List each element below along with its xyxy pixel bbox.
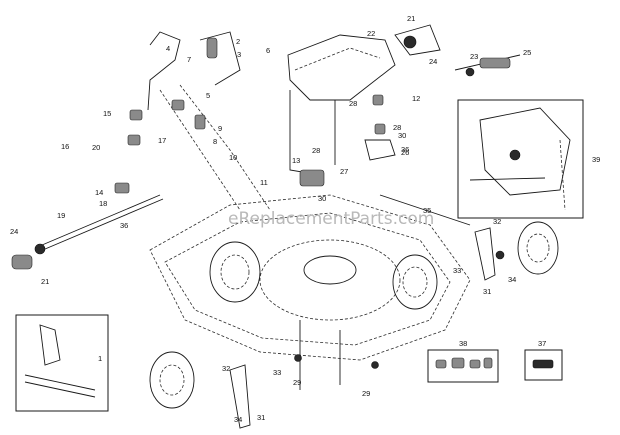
front-axle — [11, 182, 164, 270]
callout-15: 15 — [103, 109, 111, 118]
callout-11: 11 — [260, 178, 268, 187]
handle-assembly — [127, 31, 271, 211]
front-wheel-right — [392, 254, 438, 310]
callout-32a: 32 — [493, 217, 501, 226]
callout-17: 17 — [158, 136, 166, 145]
callout-32b: 32 — [222, 364, 230, 373]
callout-30b: 30 — [318, 194, 326, 203]
callout-24a: 24 — [429, 57, 437, 66]
callout-36a: 36 — [401, 145, 409, 154]
callout-18: 18 — [99, 199, 107, 208]
callout-30a: 30 — [398, 131, 406, 140]
inset-1 — [15, 314, 109, 412]
callout-26: 26 — [401, 148, 409, 157]
callout-23: 23 — [470, 52, 478, 61]
callout-31b: 31 — [257, 413, 265, 422]
callout-labels: 1 2 3 4 5 6 7 8 9 10 11 12 13 14 15 16 1… — [10, 14, 600, 424]
callout-1: 1 — [98, 354, 102, 363]
callout-20: 20 — [92, 143, 100, 152]
callout-7: 7 — [187, 55, 191, 64]
callout-22: 22 — [367, 29, 375, 38]
callout-6: 6 — [266, 46, 270, 55]
shaft-parts — [454, 54, 521, 77]
callout-2: 2 — [236, 37, 240, 46]
rear-height-adjuster — [229, 194, 505, 429]
callout-27: 27 — [340, 167, 348, 176]
inset-39 — [457, 99, 584, 219]
callout-24b: 24 — [10, 227, 18, 236]
callout-19: 19 — [57, 211, 65, 220]
callout-35: 35 — [423, 206, 431, 215]
callout-36b: 36 — [120, 221, 128, 230]
callout-13: 13 — [292, 156, 300, 165]
rear-wheel-left — [149, 351, 195, 409]
callout-5: 5 — [206, 91, 210, 100]
callout-21a: 21 — [407, 14, 415, 23]
callout-4: 4 — [166, 44, 170, 53]
callout-37: 37 — [538, 339, 546, 348]
callout-21b: 21 — [41, 277, 49, 286]
callout-8: 8 — [213, 137, 217, 146]
inset-38 — [427, 349, 499, 383]
inset-37 — [524, 349, 563, 381]
front-wheel-left — [209, 241, 261, 303]
callout-29b: 29 — [362, 389, 370, 398]
callout-3: 3 — [237, 50, 241, 59]
callout-28c: 28 — [312, 146, 320, 155]
callout-10: 10 — [229, 153, 237, 162]
drive-assembly — [299, 24, 441, 187]
callout-12: 12 — [412, 94, 420, 103]
callout-34b: 34 — [234, 415, 242, 424]
callout-38: 38 — [459, 339, 467, 348]
callout-33a: 33 — [453, 266, 461, 275]
callout-28a: 28 — [349, 99, 357, 108]
callout-9: 9 — [218, 124, 222, 133]
callout-16: 16 — [61, 142, 69, 151]
mower-deck — [149, 194, 471, 390]
callout-34a: 34 — [508, 275, 516, 284]
callout-33b: 33 — [273, 368, 281, 377]
callout-14: 14 — [95, 188, 103, 197]
callout-39: 39 — [592, 155, 600, 164]
watermark: eReplacementParts.com — [228, 209, 434, 229]
callout-28b: 28 — [393, 123, 401, 132]
rear-wheel-right — [517, 221, 559, 275]
callout-29a: 29 — [293, 378, 301, 387]
callout-31a: 31 — [483, 287, 491, 296]
callout-25: 25 — [523, 48, 531, 57]
